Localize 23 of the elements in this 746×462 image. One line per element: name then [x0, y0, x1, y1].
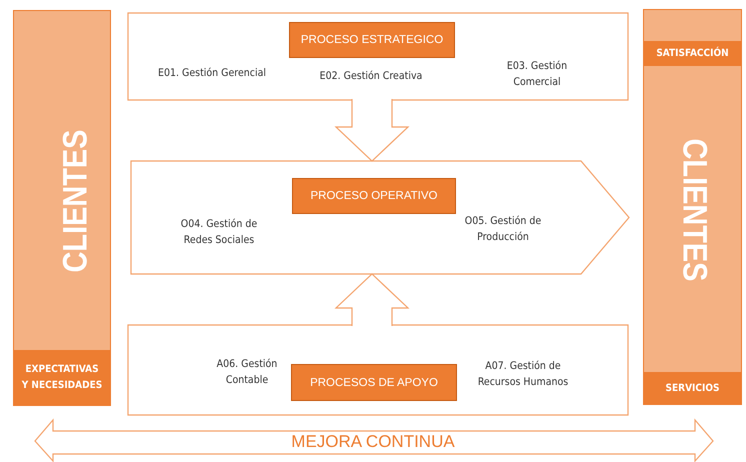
process-label: E02. Gestión Creativa	[320, 69, 422, 84]
process-label: A07. Gestión de Recursos Humanos	[476, 359, 570, 390]
process-label: O04. Gestión de Redes Sociales	[180, 217, 258, 248]
client-bar	[643, 9, 742, 405]
process-panel	[128, 13, 628, 100]
process-header: PROCESOS DE APOYO	[291, 364, 457, 401]
improvement-label: MEJORA CONTINUA	[291, 432, 455, 452]
block-arrow	[334, 98, 410, 162]
client-band: SATISFACCIÓN	[643, 41, 742, 66]
client-band: SERVICIOS	[643, 372, 742, 405]
process-panel	[128, 325, 628, 415]
process-header: PROCESO ESTRATEGICO	[289, 22, 455, 58]
client-band: EXPECTATIVAS Y NECESIDADES	[13, 350, 111, 406]
process-label: E01. Gestión Gerencial	[158, 66, 266, 81]
process-label: E03. Gestión Comercial	[506, 59, 568, 90]
process-panel	[131, 161, 629, 274]
process-label: A06. Gestión Contable	[216, 357, 278, 388]
client-label: CLIENTES	[674, 138, 714, 282]
process-label: O05. Gestión de Producción	[464, 214, 542, 245]
block-arrow	[334, 273, 410, 327]
process-header: PROCESO OPERATIVO	[292, 178, 456, 214]
client-bar	[13, 10, 111, 405]
client-label: CLIENTES	[56, 130, 96, 272]
